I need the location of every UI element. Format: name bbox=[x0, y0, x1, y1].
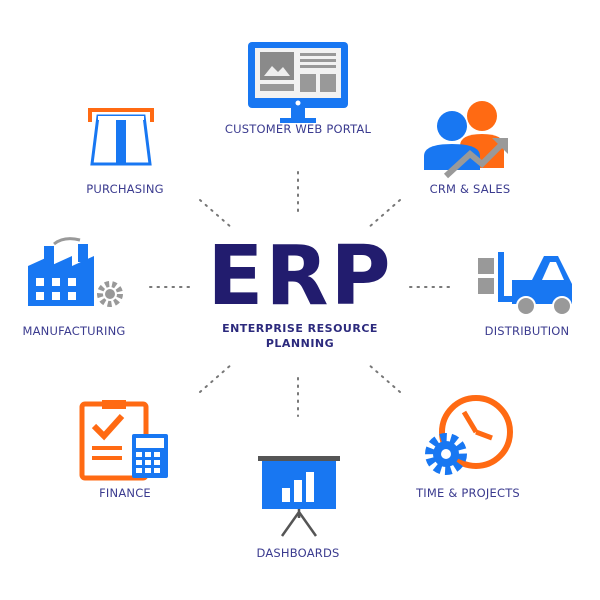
label-dashboards: DASHBOARDS bbox=[256, 546, 340, 560]
label-crm-sales: CRM & SALES bbox=[429, 182, 511, 196]
label-finance: FINANCE bbox=[99, 486, 151, 500]
forklift-icon bbox=[478, 252, 572, 316]
card-slot-icon bbox=[88, 108, 154, 166]
erp-subtitle-line1: ENTERPRISE RESOURCE bbox=[222, 322, 378, 335]
erp-subtitle-line2: PLANNING bbox=[265, 337, 335, 350]
people-growth-icon bbox=[424, 101, 508, 179]
label-time-projects: TIME & PROJECTS bbox=[416, 486, 520, 500]
erp-title: ERP bbox=[207, 229, 393, 324]
label-distribution: DISTRIBUTION bbox=[484, 324, 570, 338]
checklist-calculator-icon bbox=[79, 400, 168, 481]
clock-gear-icon bbox=[425, 395, 513, 475]
label-customer-web-portal: CUSTOMER WEB PORTAL bbox=[224, 122, 372, 136]
presentation-board-icon bbox=[258, 456, 340, 537]
factory-icon bbox=[28, 237, 123, 307]
label-purchasing: PURCHASING bbox=[86, 182, 164, 196]
label-manufacturing: MANUFACTURING bbox=[22, 324, 126, 338]
monitor-icon bbox=[248, 42, 348, 123]
